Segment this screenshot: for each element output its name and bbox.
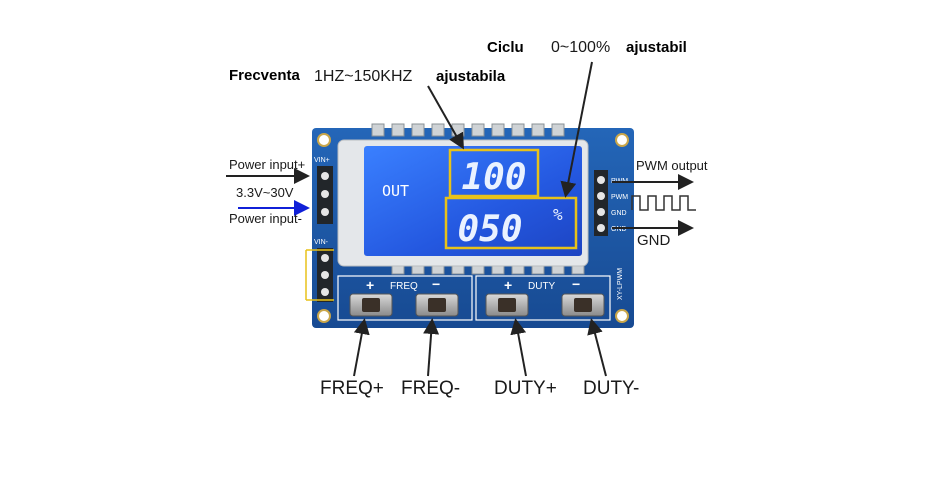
header-pin-icon <box>321 271 329 279</box>
lcd-percent-unit: % <box>553 205 563 224</box>
duty-display-box <box>444 196 578 250</box>
duty-title-label: Ciclu <box>487 39 524 56</box>
header-pin-icon <box>597 224 605 232</box>
header-pin-icon <box>321 208 329 216</box>
pwm-output-label: PWM output <box>636 158 708 173</box>
lcd-duty-value: 050 <box>457 209 522 250</box>
power-input-minus-label: Power input- <box>229 211 302 226</box>
silk-gnd-2: GND <box>611 226 627 233</box>
duty-plus-button[interactable] <box>485 293 529 317</box>
header-pin-icon <box>321 254 329 262</box>
square-wave-icon <box>631 195 696 211</box>
duty-arrow <box>560 61 593 198</box>
header-pin-icon <box>321 190 329 198</box>
lcd-screen <box>364 146 582 256</box>
freq-button-group <box>337 275 473 321</box>
duty-plus-label: DUTY+ <box>494 378 557 399</box>
power-input-plus-label: Power input+ <box>229 157 306 172</box>
header-pin-icon <box>597 192 605 200</box>
frequency-display-box <box>448 148 540 198</box>
freq-plus-button[interactable] <box>349 293 393 317</box>
header-pin-icon <box>321 288 329 296</box>
silk-model: XY-LPWM <box>617 268 624 300</box>
output-header <box>594 170 608 236</box>
freq-minus-arrow <box>423 318 440 377</box>
frequency-range-label: 1HZ~150KHZ <box>314 68 413 85</box>
header-pin-icon <box>597 208 605 216</box>
freq-minus-button[interactable] <box>415 293 459 317</box>
duty-minus-arrow <box>587 318 607 377</box>
voltage-range-label: 3.3V~30V <box>236 185 294 200</box>
mounting-hole-icon <box>615 309 629 323</box>
duty-plus-arrow <box>510 318 527 377</box>
gnd-output-label: GND <box>637 232 671 249</box>
mounting-hole-icon <box>317 309 331 323</box>
freq-plus-label: FREQ+ <box>320 378 384 399</box>
silk-gnd-1: GND <box>611 210 627 217</box>
silk-freq-minus: − <box>432 276 440 292</box>
duty-button-group <box>475 275 611 321</box>
duty-minus-button[interactable] <box>561 293 605 317</box>
silk-freq-plus: + <box>366 277 374 293</box>
freq-minus-label: FREQ- <box>401 378 461 399</box>
silk-duty-plus: + <box>504 277 512 293</box>
silk-pwm-2: PWM <box>611 194 628 201</box>
highlight-bracket <box>305 249 334 301</box>
silk-duty-label: DUTY <box>528 281 556 292</box>
mounting-hole-icon <box>317 133 331 147</box>
header-pin-icon <box>321 172 329 180</box>
header-pin-icon <box>597 176 605 184</box>
duty-adjust-label: ajustabil <box>626 39 687 56</box>
frequency-adjust-label: ajustabila <box>436 68 506 85</box>
duty-minus-label: DUTY- <box>583 378 640 399</box>
lcd-top-pins <box>371 123 565 137</box>
silk-vin-plus: VIN+ <box>314 157 330 164</box>
mounting-hole-icon <box>615 133 629 147</box>
lcd-mode-label: OUT <box>382 182 409 200</box>
silk-duty-minus: − <box>572 276 580 292</box>
silk-vin-minus: VIN- <box>314 239 329 246</box>
lcd-frequency-value: 100 <box>461 157 526 198</box>
frequency-title-label: Frecventa <box>229 67 300 84</box>
duty-range-label: 0~100% <box>551 39 611 56</box>
silk-freq-label: FREQ <box>390 281 418 292</box>
frequency-arrow <box>427 85 464 150</box>
freq-plus-arrow <box>353 318 370 377</box>
